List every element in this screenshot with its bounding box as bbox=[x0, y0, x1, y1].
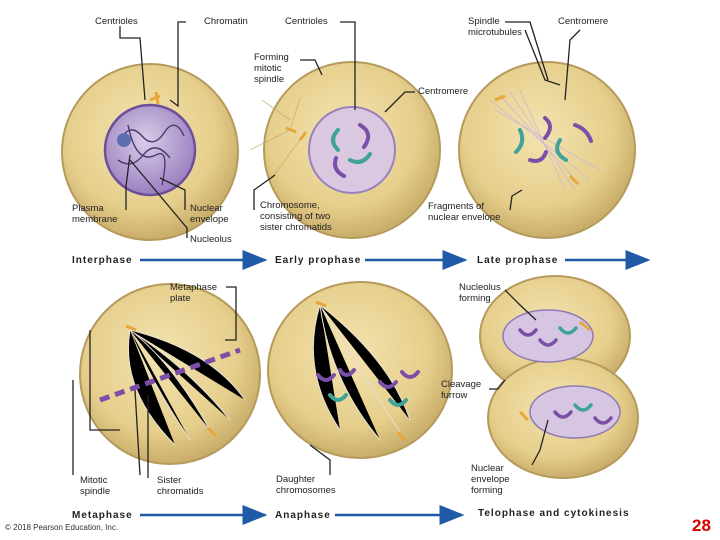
label-metaphase-plate: Metaphase plate bbox=[170, 282, 217, 304]
phase-metaphase: Metaphase bbox=[72, 510, 133, 521]
metaphase-cell bbox=[80, 284, 260, 464]
label-cleavage-furrow: Cleavage furrow bbox=[441, 379, 481, 401]
label-plasma-membrane: Plasma membrane bbox=[72, 203, 117, 225]
label-chromatin: Chromatin bbox=[204, 16, 248, 27]
phase-anaphase: Anaphase bbox=[275, 510, 331, 521]
label-centrioles: Centrioles bbox=[95, 16, 138, 27]
label-sister-chromatids: Sister chromatids bbox=[157, 475, 203, 497]
label-nucleolus: Nucleolus bbox=[190, 234, 232, 245]
copyright-notice: © 2018 Pearson Education, Inc. bbox=[5, 523, 118, 532]
page-number: 28 bbox=[692, 516, 711, 536]
phase-early-prophase: Early prophase bbox=[275, 255, 361, 266]
phase-late-prophase: Late prophase bbox=[477, 255, 558, 266]
label-forming-mitotic-spindle: Forming mitotic spindle bbox=[254, 52, 289, 85]
phase-interphase: Interphase bbox=[72, 255, 133, 266]
telophase-cell bbox=[480, 276, 638, 478]
label-centromere: Centromere bbox=[558, 16, 608, 27]
anaphase-cell bbox=[268, 282, 452, 458]
label-mitotic-spindle: Mitotic spindle bbox=[80, 475, 110, 497]
label-chromosome: Chromosome, consisting of two sister chr… bbox=[260, 200, 332, 233]
nucleolus bbox=[117, 133, 131, 147]
label-nucleolus-forming: Nucleolus forming bbox=[459, 282, 501, 304]
label-nuclear-envelope: Nuclear envelope bbox=[190, 203, 229, 225]
nucleus bbox=[105, 105, 195, 195]
label-centrioles-2: Centrioles bbox=[285, 16, 328, 27]
label-centromere-2: Centromere bbox=[418, 86, 468, 97]
label-spindle-microtubules: Spindle microtubules bbox=[468, 16, 522, 38]
label-fragments-nuclear-envelope: Fragments of nuclear envelope bbox=[428, 201, 500, 223]
label-nuclear-envelope-forming: Nuclear envelope forming bbox=[471, 463, 510, 496]
phase-telophase-cytokinesis: Telophase and cytokinesis bbox=[478, 508, 630, 519]
label-daughter-chromosomes: Daughter chromosomes bbox=[276, 474, 336, 496]
